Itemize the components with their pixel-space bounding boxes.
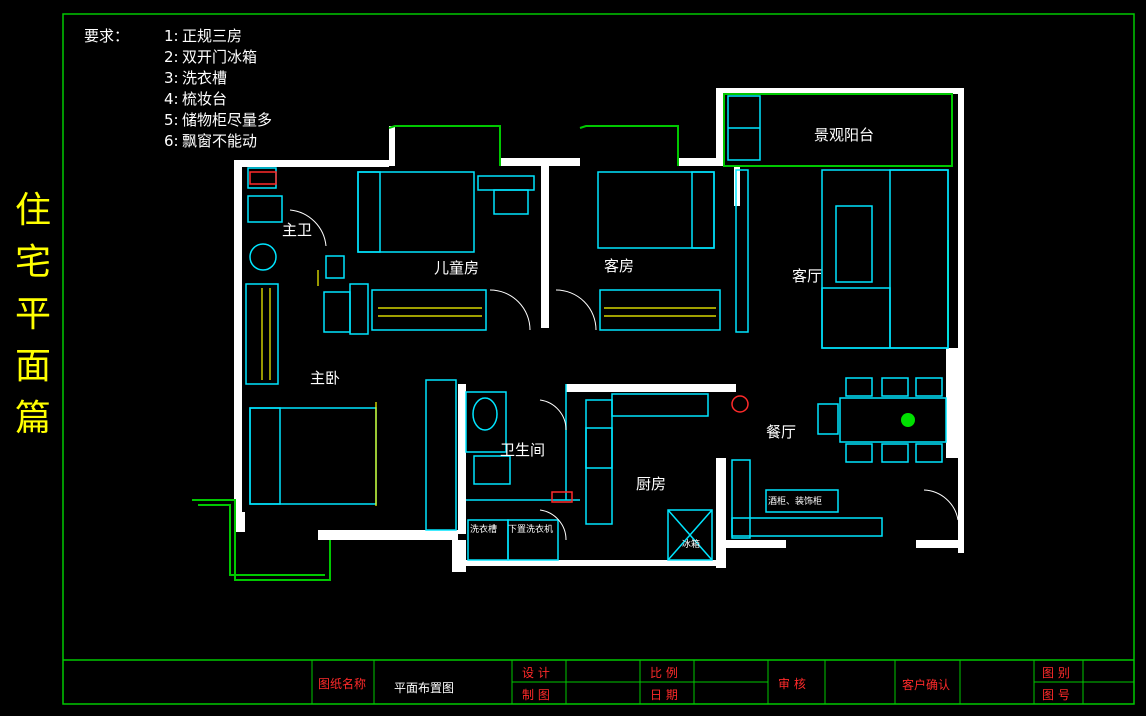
room-label-balcony: 景观阳台 xyxy=(814,126,875,144)
side-title-char: 平 xyxy=(14,294,51,335)
title-block-date-label: 日 期 xyxy=(650,688,678,702)
label-washer-lower: 下置洗衣机 xyxy=(508,525,554,535)
title-block-design-label: 设 计 xyxy=(522,666,550,680)
red-fixtures xyxy=(249,171,749,503)
title-block-drawing-name-value: 平面布置图 xyxy=(394,681,455,695)
requirement-item: 3: 洗衣槽 xyxy=(84,68,272,89)
requirements-list: 要求： 1: 正规三房 2: 双开门冰箱 3: 洗衣槽 4: 梳妆台 5: 储物… xyxy=(84,26,272,152)
title-block-drawing-name-label: 图纸名称 xyxy=(318,677,367,691)
wardrobe-hangers xyxy=(261,270,716,506)
requirement-text: 飘窗不能动 xyxy=(182,132,258,150)
title-block-client-label: 客户确认 xyxy=(902,678,951,692)
requirement-number: 5: xyxy=(164,111,179,129)
requirement-number: 4: xyxy=(164,90,179,108)
door-swings xyxy=(289,209,959,541)
side-title-char: 住 xyxy=(14,190,51,231)
plant-icon xyxy=(901,413,915,427)
requirement-number: 3: xyxy=(164,69,179,87)
requirement-number: 2: xyxy=(164,48,179,66)
title-block-scale-label: 比 例 xyxy=(650,666,678,680)
walls xyxy=(234,88,964,572)
side-title: 住 宅 平 面 篇 xyxy=(8,185,58,445)
title-block-number-label: 图 号 xyxy=(1042,688,1070,702)
requirement-number: 1: xyxy=(164,27,179,45)
title-block-category-label: 图 别 xyxy=(1042,666,1070,680)
title-block-review-label: 审 核 xyxy=(778,677,806,691)
room-label-kids-room: 儿童房 xyxy=(434,259,480,277)
requirement-text: 储物柜尽量多 xyxy=(182,111,273,129)
room-label-master-bedroom: 主卧 xyxy=(310,369,341,387)
room-label-living-room: 客厅 xyxy=(792,267,823,285)
requirement-text: 正规三房 xyxy=(182,27,243,45)
requirements-lead: 要求： xyxy=(84,27,130,45)
requirement-item: 2: 双开门冰箱 xyxy=(84,47,272,68)
label-cabinet: 酒柜、装饰柜 xyxy=(768,497,823,507)
label-washer-upper: 洗衣槽 xyxy=(470,525,498,535)
side-title-char: 篇 xyxy=(14,398,51,439)
requirement-text: 洗衣槽 xyxy=(182,69,228,87)
requirement-text: 双开门冰箱 xyxy=(182,48,258,66)
requirement-item: 5: 储物柜尽量多 xyxy=(84,110,272,131)
side-title-char: 面 xyxy=(14,346,51,387)
requirement-item: 4: 梳妆台 xyxy=(84,89,272,110)
room-label-dining: 餐厅 xyxy=(766,423,797,441)
label-fridge: 冰箱 xyxy=(682,540,701,550)
requirement-number: 6: xyxy=(164,132,179,150)
room-label-bathroom: 卫生间 xyxy=(500,441,546,459)
requirement-item: 6: 飘窗不能动 xyxy=(84,131,272,152)
requirement-item: 要求： 1: 正规三房 xyxy=(84,26,272,47)
title-block-draft-label: 制 图 xyxy=(522,688,550,702)
title-block-grid xyxy=(311,660,1134,704)
drawing-frame xyxy=(62,13,1135,705)
room-label-master-bath: 主卫 xyxy=(282,221,313,239)
furniture xyxy=(245,95,949,561)
room-label-kitchen: 厨房 xyxy=(636,475,667,493)
windows xyxy=(192,93,953,581)
room-label-guest-room: 客房 xyxy=(604,257,635,275)
side-title-char: 宅 xyxy=(14,242,51,283)
requirement-text: 梳妆台 xyxy=(182,90,228,108)
